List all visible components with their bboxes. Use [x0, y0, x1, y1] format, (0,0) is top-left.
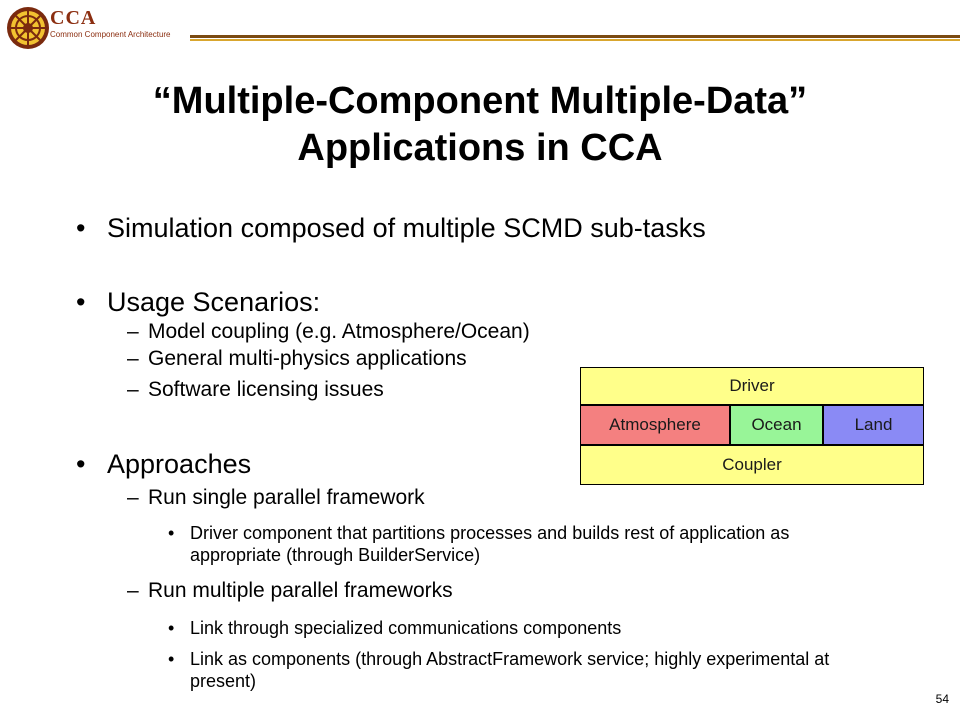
sub-bullet-text: General multi-physics applications	[148, 347, 467, 370]
header-rule-dark	[190, 35, 960, 38]
slide-title: “Multiple-Component Multiple-Data” Appli…	[80, 78, 880, 172]
coupler-box: Coupler	[580, 445, 924, 485]
ocean-box: Ocean	[730, 405, 823, 445]
page-number: 54	[935, 692, 949, 706]
bullet-text: Approaches	[107, 449, 252, 479]
sub-sub-bullet-text: Driver component that partitions process…	[190, 523, 790, 565]
bullet-glyph: •	[76, 449, 86, 479]
sub-bullet-text: Run single parallel framework	[148, 486, 425, 509]
bullet-glyph: •	[168, 523, 175, 543]
dash-glyph: –	[127, 378, 139, 401]
bullet-text: Usage Scenarios:	[107, 287, 321, 317]
sub-bullet-text: Software licensing issues	[148, 378, 384, 401]
bullet-glyph: •	[168, 649, 175, 669]
dash-glyph: –	[127, 486, 139, 509]
logo-subtitle: Common Component Architecture	[50, 30, 171, 39]
bullet-glyph: •	[76, 287, 86, 317]
atmosphere-box: Atmosphere	[580, 405, 730, 445]
dash-glyph: –	[127, 347, 139, 370]
bullet-glyph: •	[76, 213, 86, 243]
component-diagram: Driver Atmosphere Ocean Land Coupler	[580, 367, 924, 485]
bullet-text: Simulation composed of multiple SCMD sub…	[107, 213, 706, 243]
slide-title-line-1: “Multiple-Component Multiple-Data”	[152, 80, 808, 122]
driver-box: Driver	[580, 367, 924, 405]
header-rule-gold	[190, 39, 960, 41]
cca-logo-icon	[7, 7, 49, 49]
dash-glyph: –	[127, 320, 139, 343]
sub-bullet-text: Model coupling (e.g. Atmosphere/Ocean)	[148, 320, 530, 343]
slide-title-line-2: Applications in CCA	[297, 127, 663, 169]
logo-text: CCA	[50, 7, 97, 29]
land-box: Land	[823, 405, 924, 445]
dash-glyph: –	[127, 579, 139, 602]
sub-bullet-text: Run multiple parallel frameworks	[148, 579, 453, 602]
sub-sub-bullet-text: Link as components (through AbstractFram…	[190, 649, 830, 691]
sub-sub-bullet-text: Link through specialized communications …	[190, 618, 622, 638]
bullet-glyph: •	[168, 618, 175, 638]
header-rule	[190, 35, 960, 43]
